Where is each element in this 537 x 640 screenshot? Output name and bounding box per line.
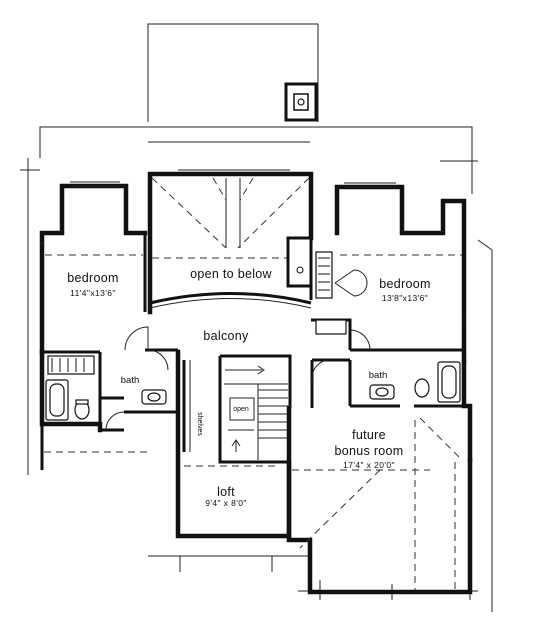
bonus-room-size: 17'4" x 20'0": [343, 460, 395, 470]
open-to-below-label: open to below: [190, 267, 272, 281]
shelves-label: shelves: [196, 412, 203, 436]
bonus-room-line2: bonus room: [334, 444, 403, 458]
ceiling-dashes: [44, 254, 463, 590]
exterior-walls: [39, 171, 473, 595]
stairs: [224, 365, 288, 460]
roof-outline-lines: [20, 23, 493, 612]
balcony-label: balcony: [203, 329, 249, 343]
loft-shelves: [182, 360, 191, 452]
bedroom-right-name: bedroom: [379, 277, 430, 291]
loft-size: 9'4" x 8'0": [205, 498, 247, 508]
closets: [47, 236, 347, 375]
bedroom-left-name: bedroom: [67, 271, 118, 285]
bonus-room-line1: future: [352, 428, 386, 442]
stair-open-label: open: [233, 406, 249, 413]
loft-name: loft: [217, 485, 235, 499]
bath-fixtures: [45, 361, 461, 421]
bath-right-label: bath: [369, 370, 388, 381]
bath-left-label: bath: [121, 375, 140, 386]
room-labels: bedroom 11'4"x13'6" open to below bedroo…: [67, 267, 430, 508]
chimney: [284, 82, 318, 122]
door-swings: [105, 269, 371, 431]
bedroom-left-size: 11'4"x13'6": [70, 288, 116, 298]
dormer-windows: [40, 169, 466, 321]
bedroom-right-size: 13'8"x13'6": [382, 293, 428, 303]
open-to-below-lines: [149, 177, 312, 309]
